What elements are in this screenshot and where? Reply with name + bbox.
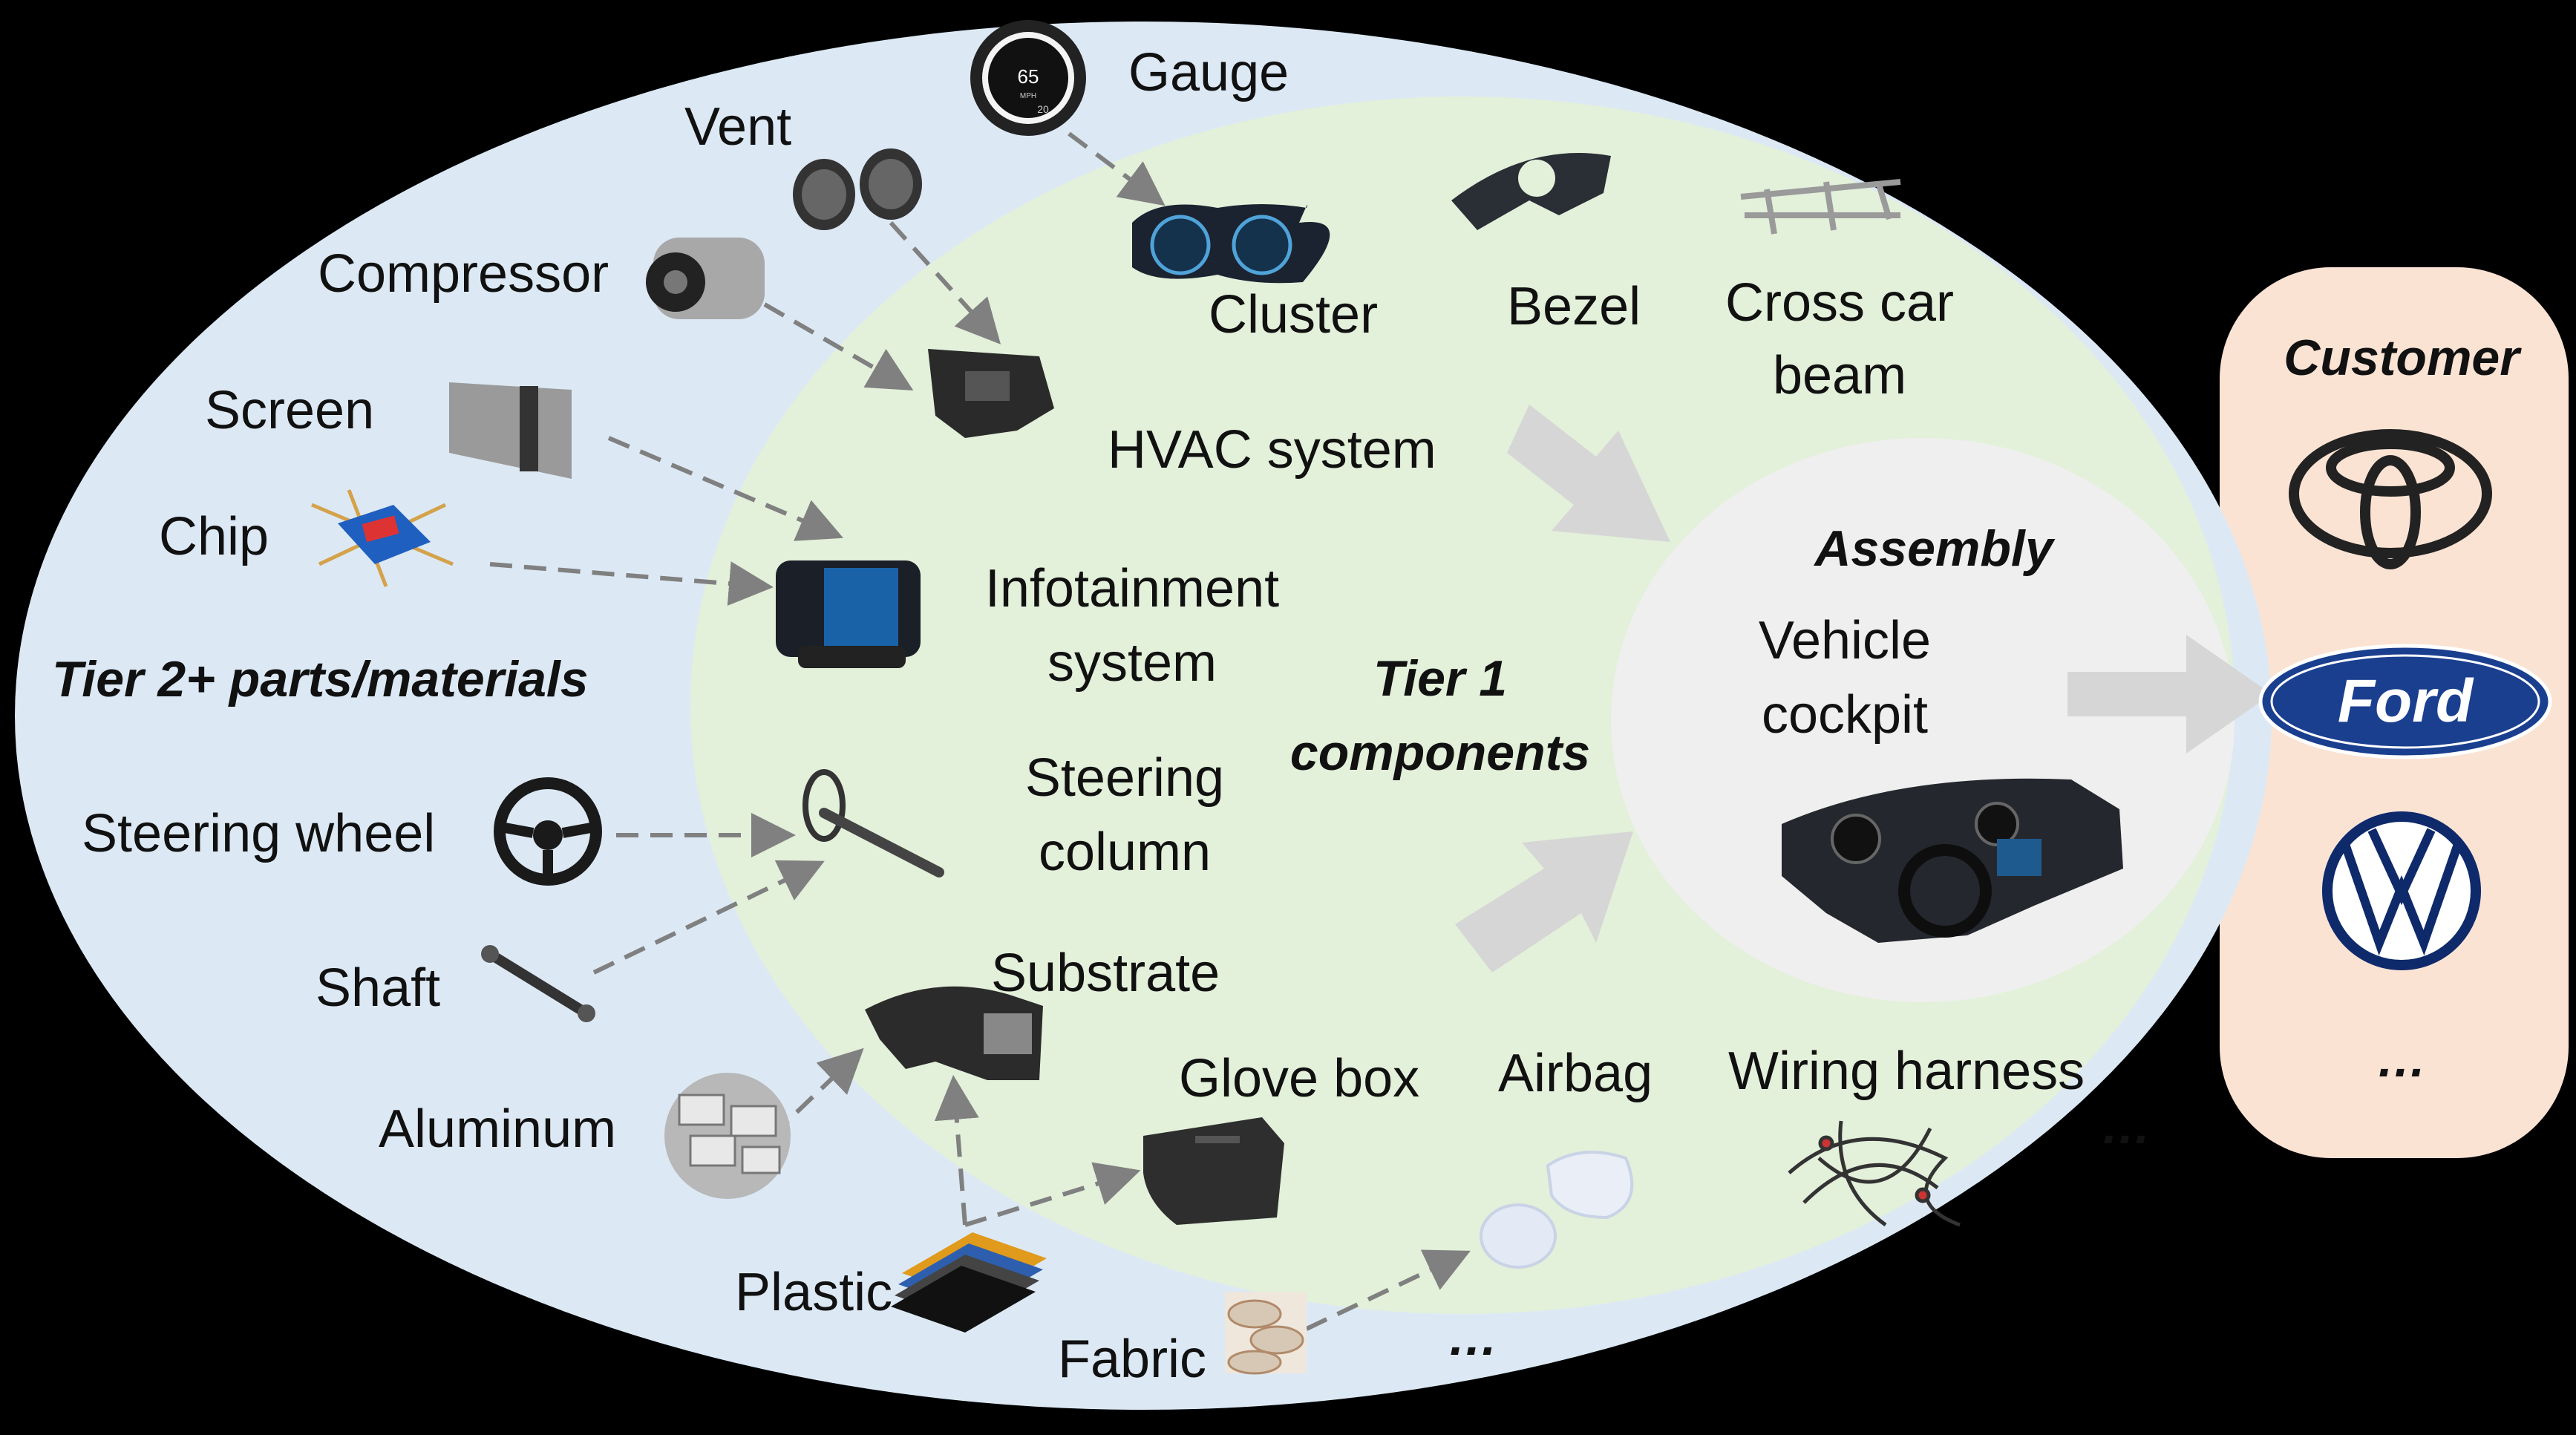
cluster-icon bbox=[1132, 204, 1330, 284]
customer-region-label: Customer bbox=[2284, 330, 2522, 386]
airbag-label: Airbag bbox=[1498, 1044, 1653, 1103]
cross-car-beam-label-2: beam bbox=[1773, 346, 1906, 405]
gauge-label: Gauge bbox=[1128, 43, 1289, 102]
cockpit-label-1: Vehicle bbox=[1759, 611, 1931, 670]
wiring-harness-icon bbox=[1788, 1120, 1961, 1227]
bezel-label: Bezel bbox=[1507, 277, 1641, 336]
toyota-logo bbox=[2289, 429, 2492, 569]
tier2-region-label: Tier 2+ parts/materials bbox=[52, 651, 589, 707]
big-arrow-to-assembly-bottom bbox=[1455, 831, 1633, 973]
big-arrow-to-assembly-top bbox=[1507, 405, 1670, 542]
tier1-region-label-1: Tier 1 bbox=[1373, 650, 1507, 707]
arrow-chip-infotainment bbox=[489, 561, 774, 607]
gauge-small: 20 bbox=[1037, 103, 1049, 115]
gauge-speed: 65 bbox=[1018, 65, 1039, 88]
tier1-region-label-2: components bbox=[1290, 725, 1590, 781]
arrow-fabric-airbag bbox=[1305, 1249, 1471, 1331]
plastic-label: Plastic bbox=[735, 1263, 892, 1322]
compressor-icon bbox=[646, 238, 765, 319]
wiring-harness-label: Wiring harness bbox=[1728, 1042, 2085, 1101]
shaft-label: Shaft bbox=[316, 958, 440, 1018]
fabric-icon bbox=[1225, 1292, 1307, 1375]
arrow-plastic-glovebox bbox=[964, 1162, 1141, 1227]
big-arrow-to-customer bbox=[2067, 635, 2272, 754]
arrow-screen-infotainment bbox=[607, 436, 844, 541]
screen-label: Screen bbox=[205, 381, 374, 440]
vent-icon bbox=[793, 148, 922, 230]
tier1-more: … bbox=[2101, 1098, 2151, 1154]
glove-box-label: Glove box bbox=[1179, 1049, 1419, 1108]
plastic-icon bbox=[891, 1232, 1047, 1333]
customer-more: … bbox=[2376, 1031, 2427, 1088]
cross-car-beam-icon bbox=[1740, 179, 1901, 235]
airbag-icon bbox=[1480, 1151, 1634, 1269]
arrow-gauge-cluster bbox=[1068, 131, 1166, 206]
aluminum-icon bbox=[664, 1073, 791, 1199]
screen-icon bbox=[449, 382, 572, 479]
hvac-icon bbox=[928, 349, 1054, 438]
arrow-vent-hvac bbox=[889, 220, 1001, 344]
infotainment-icon bbox=[776, 560, 921, 668]
steering-column-label-2: column bbox=[1039, 823, 1211, 882]
arrow-shaft-column bbox=[592, 860, 825, 975]
glove-box-icon bbox=[1143, 1117, 1284, 1225]
substrate-icon bbox=[865, 986, 1043, 1080]
bezel-icon bbox=[1451, 153, 1611, 230]
tier1-region bbox=[690, 97, 2235, 1314]
tier2-more: … bbox=[1448, 1310, 1498, 1366]
vent-label: Vent bbox=[684, 97, 791, 157]
cross-car-beam-label-1: Cross car bbox=[1725, 273, 1954, 333]
steering-column-label-1: Steering bbox=[1025, 748, 1224, 808]
vw-logo bbox=[2322, 811, 2481, 970]
compressor-label: Compressor bbox=[318, 244, 609, 304]
assembly-region-label: Assembly bbox=[1813, 520, 2055, 577]
fabric-label: Fabric bbox=[1058, 1330, 1206, 1389]
arrow-plastic-substrate bbox=[934, 1075, 979, 1226]
steering-wheel-label: Steering wheel bbox=[82, 804, 435, 863]
ford-logo: Ford bbox=[2258, 644, 2552, 759]
infotainment-label-1: Infotainment bbox=[985, 559, 1279, 618]
shaft-icon bbox=[481, 945, 595, 1022]
gauge-icon: 65 MPH 20 bbox=[970, 20, 1086, 136]
chip-label: Chip bbox=[159, 507, 269, 566]
chip-icon bbox=[311, 489, 454, 587]
cockpit-label-2: cockpit bbox=[1762, 685, 1928, 745]
cockpit-icon bbox=[1782, 778, 2123, 943]
substrate-label: Substrate bbox=[991, 944, 1220, 1003]
infotainment-label-2: system bbox=[1047, 633, 1217, 693]
hvac-label: HVAC system bbox=[1108, 420, 1436, 480]
arrow-compressor-hvac bbox=[763, 302, 914, 391]
steering-wheel-icon bbox=[494, 777, 602, 886]
aluminum-label: Aluminum bbox=[379, 1099, 616, 1159]
steering-column-icon bbox=[802, 769, 944, 877]
cluster-label: Cluster bbox=[1209, 285, 1378, 344]
gauge-unit: MPH bbox=[1020, 92, 1036, 100]
ford-wordmark: Ford bbox=[2338, 667, 2474, 735]
